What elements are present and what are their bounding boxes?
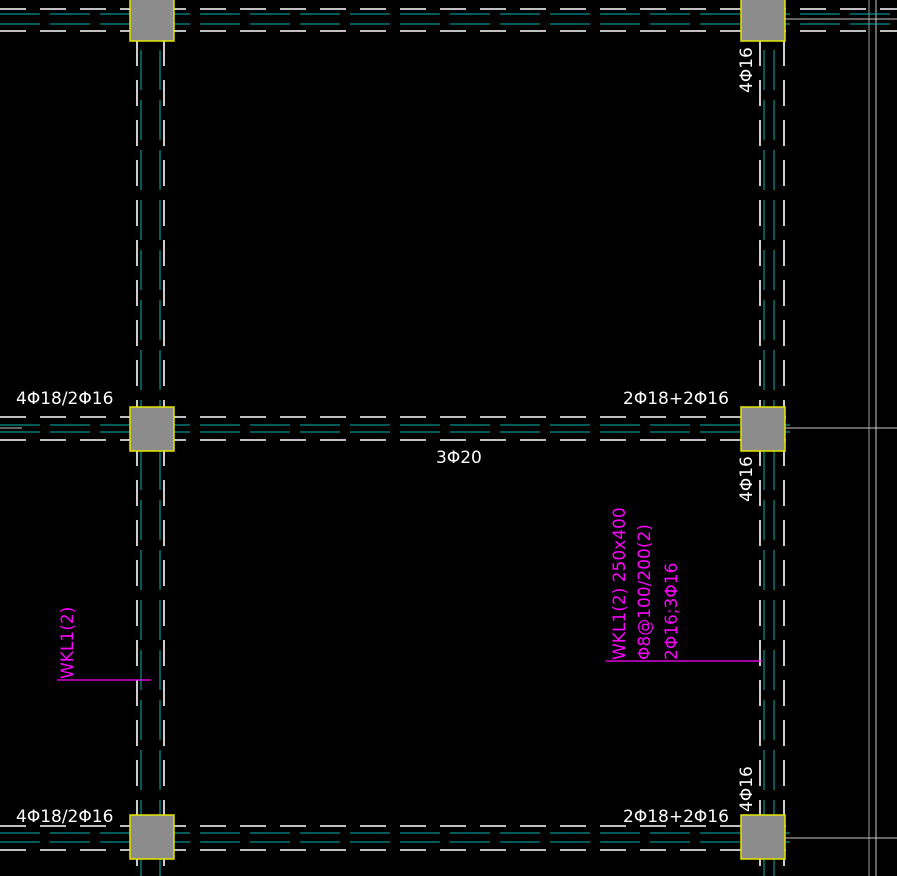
beam-annotation-line-1: WKL1(2) 250x400 [610,507,630,660]
column-bottom-right[interactable] [740,814,786,860]
column-mid-right[interactable] [740,406,786,452]
rebar-label-bottom-right-column: 4Φ16 [737,766,757,812]
columns [129,0,786,860]
column-top-right[interactable] [740,0,786,42]
annotation-leaders [57,660,762,681]
beam-annotation-line-3: 2Φ16;3Φ16 [662,563,682,660]
rebar-label-left-mid-support: 4Φ18/2Φ16 [16,389,113,409]
column-bottom-left[interactable] [129,814,175,860]
rebar-label-top-right-column: 4Φ16 [737,47,757,93]
rebar-label-right-mid-support: 2Φ18+2Φ16 [623,389,729,409]
column-mid-left[interactable] [129,406,175,452]
rebar-label-right-bottom-support: 2Φ18+2Φ16 [623,807,729,827]
beam-tag-left: WKL1(2) [58,607,78,679]
rebar-label-left-bottom-support: 4Φ18/2Φ16 [16,807,113,827]
rebar-label-mid-span-bottom: 3Φ20 [436,448,482,468]
rebar-label-right-mid-column: 4Φ16 [737,456,757,502]
column-top-left[interactable] [129,0,175,42]
beam-annotation-line-2: Φ8@100/200(2) [635,524,655,660]
